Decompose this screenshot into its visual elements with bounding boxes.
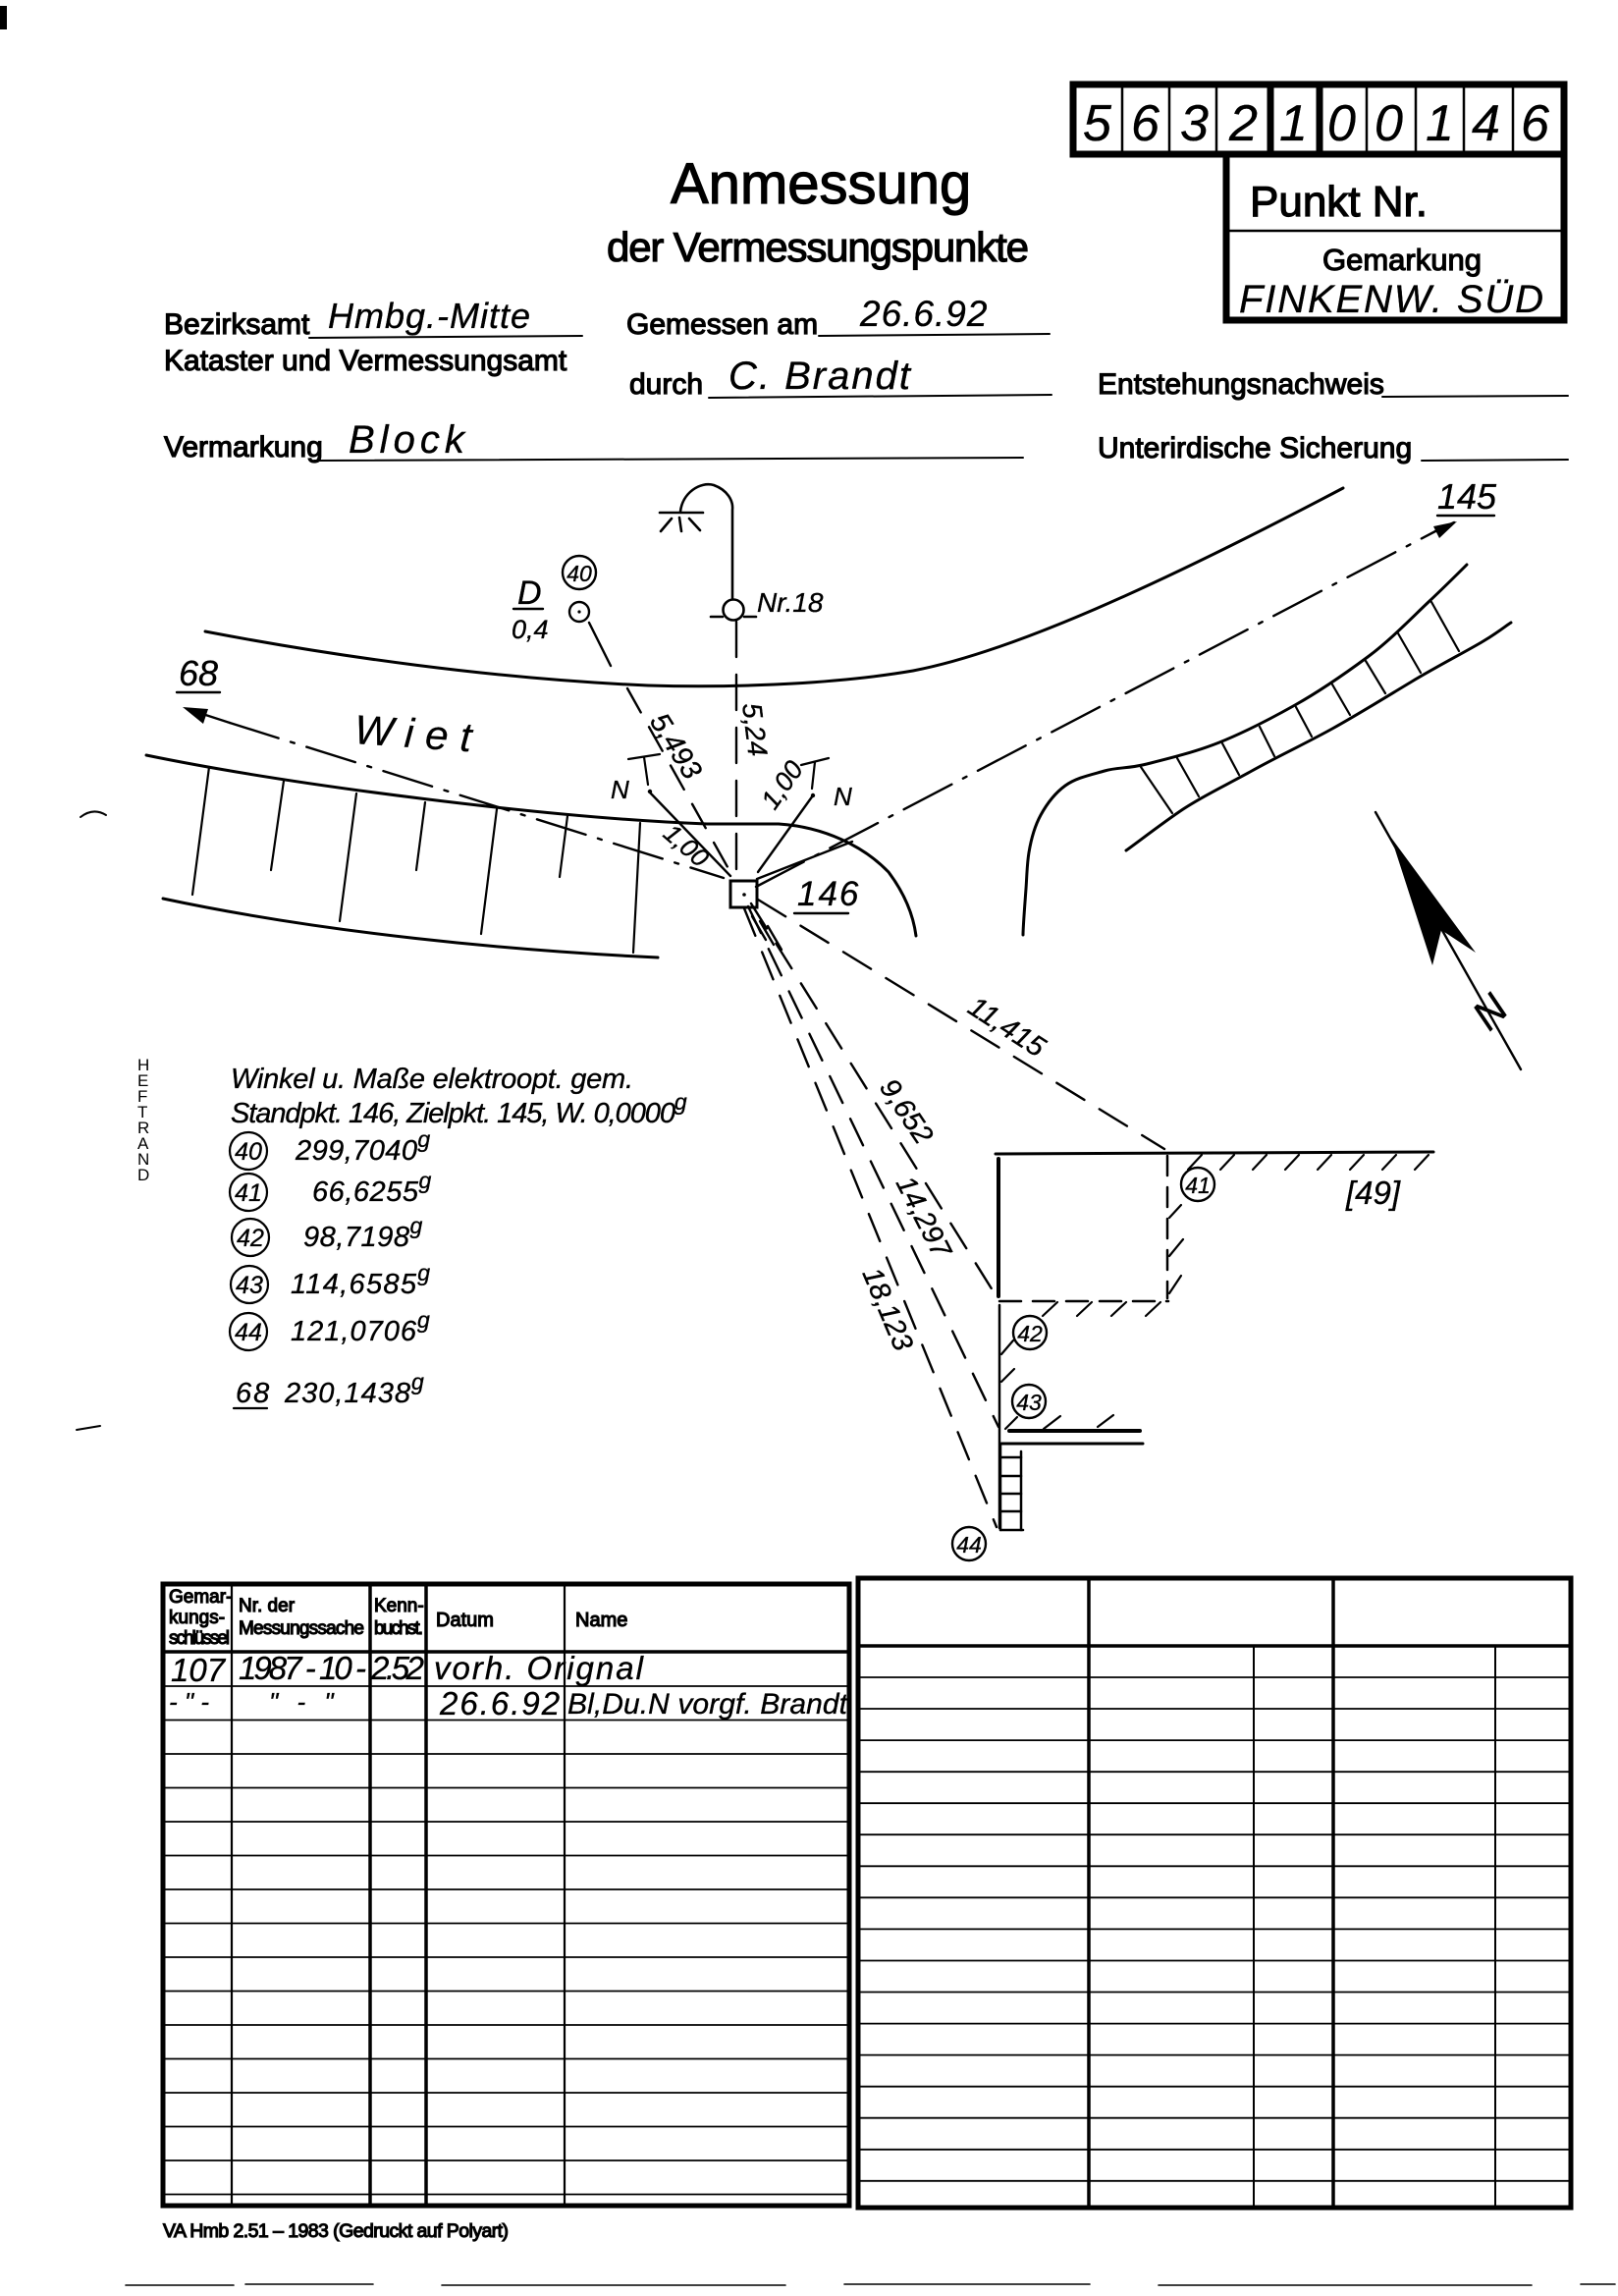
svg-text:0: 0 xyxy=(1327,95,1356,152)
svg-text:N: N xyxy=(611,775,629,804)
svg-text:Standpkt. 146, Zielpkt. 145, W: Standpkt. 146, Zielpkt. 145, W. 0,0000g xyxy=(231,1089,689,1129)
svg-text:146: 146 xyxy=(797,875,860,913)
svg-text:68: 68 xyxy=(236,1378,271,1409)
svg-text:Nr. der: Nr. der xyxy=(239,1596,296,1616)
svg-text:Name: Name xyxy=(575,1610,627,1631)
svg-text:N: N xyxy=(834,782,852,811)
svg-text:4: 4 xyxy=(1472,95,1500,152)
svg-text:R: R xyxy=(137,1119,149,1137)
svg-text:Gemarkung: Gemarkung xyxy=(1322,243,1482,277)
svg-text:D: D xyxy=(137,1166,149,1184)
svg-text:230,1438g: 230,1438g xyxy=(284,1369,426,1409)
svg-text:107: 107 xyxy=(171,1652,227,1688)
svg-text:D: D xyxy=(517,574,542,612)
svg-text:C. Brandt: C. Brandt xyxy=(728,355,912,398)
svg-text:0: 0 xyxy=(1375,95,1403,152)
svg-text:18,123: 18,123 xyxy=(856,1263,919,1355)
svg-text:der Vermessungspunkte: der Vermessungspunkte xyxy=(607,224,1029,270)
svg-text:[49]: [49] xyxy=(1345,1175,1401,1211)
svg-text:Entstehungsnachweis: Entstehungsnachweis xyxy=(1098,368,1384,401)
svg-text:Nr.18: Nr.18 xyxy=(757,587,824,618)
svg-text:11,415: 11,415 xyxy=(962,991,1052,1064)
svg-text:26.6.92: 26.6.92 xyxy=(439,1685,562,1722)
svg-text:41: 41 xyxy=(235,1179,262,1207)
svg-text:Block: Block xyxy=(349,418,469,462)
svg-text:kungs-: kungs- xyxy=(169,1608,225,1628)
svg-text:VA Hmb 2.51 – 1983 (Gedruckt a: VA Hmb 2.51 – 1983 (Gedruckt auf Polyart… xyxy=(163,2220,509,2242)
svg-text:E: E xyxy=(137,1071,148,1090)
svg-text:Messungssache: Messungssache xyxy=(239,1618,364,1639)
svg-text:0,4: 0,4 xyxy=(512,615,549,644)
svg-text:6: 6 xyxy=(1131,95,1160,152)
svg-text:N: N xyxy=(137,1150,149,1169)
svg-text:1,00: 1,00 xyxy=(658,818,715,873)
svg-text:40: 40 xyxy=(566,561,592,586)
svg-text:121,0706g: 121,0706g xyxy=(291,1307,432,1347)
svg-text:6: 6 xyxy=(1521,95,1549,152)
svg-text:Gemar-: Gemar- xyxy=(169,1587,232,1608)
svg-text:1987 - 10 -: 1987 - 10 - xyxy=(239,1650,366,1686)
svg-text:Bezirksamt: Bezirksamt xyxy=(164,308,310,341)
svg-text:durch: durch xyxy=(629,368,703,401)
svg-text:FINKENW. SÜD: FINKENW. SÜD xyxy=(1239,278,1543,321)
svg-text:schlüssel: schlüssel xyxy=(169,1628,230,1649)
svg-text:Datum: Datum xyxy=(436,1610,494,1631)
svg-text:68: 68 xyxy=(179,653,218,693)
svg-text:114,6585g: 114,6585g xyxy=(291,1260,432,1300)
svg-text:- " -: - " - xyxy=(169,1687,209,1717)
svg-text:buchst.: buchst. xyxy=(374,1618,423,1639)
svg-text:40: 40 xyxy=(235,1138,262,1166)
svg-text:44: 44 xyxy=(235,1319,262,1346)
svg-text:F: F xyxy=(137,1087,147,1106)
svg-text:Punkt Nr.: Punkt Nr. xyxy=(1250,178,1428,226)
svg-text:Anmessung: Anmessung xyxy=(671,152,971,216)
svg-text:Wiet: Wiet xyxy=(352,706,485,761)
svg-text:14,297: 14,297 xyxy=(890,1172,958,1265)
svg-text:Vermarkung: Vermarkung xyxy=(164,431,323,464)
svg-text:T: T xyxy=(137,1103,147,1121)
svg-text:" - ": " - " xyxy=(269,1687,340,1717)
svg-text:Bl,Du.N vorgf. Brandt: Bl,Du.N vorgf. Brandt xyxy=(567,1688,849,1721)
svg-text:5,24: 5,24 xyxy=(736,701,773,758)
svg-text:N: N xyxy=(1463,984,1517,1038)
svg-text:vorh. Orignal: vorh. Orignal xyxy=(434,1650,645,1686)
svg-text:44: 44 xyxy=(956,1532,982,1558)
svg-text:41: 41 xyxy=(1185,1173,1211,1198)
svg-text:Kataster und Vermessungsamt: Kataster und Vermessungsamt xyxy=(164,345,567,377)
svg-text:2: 2 xyxy=(1228,95,1258,152)
svg-text:43: 43 xyxy=(236,1272,263,1299)
svg-text:1: 1 xyxy=(1279,95,1308,152)
svg-text:42: 42 xyxy=(1017,1321,1043,1346)
svg-text:Gemessen am: Gemessen am xyxy=(626,308,818,341)
svg-text:5: 5 xyxy=(1083,95,1112,152)
svg-text:Kenn-: Kenn- xyxy=(374,1596,424,1616)
svg-text:3: 3 xyxy=(1180,95,1209,152)
svg-text:299,7040g: 299,7040g xyxy=(295,1126,432,1167)
svg-text:42: 42 xyxy=(237,1225,264,1252)
svg-text:43: 43 xyxy=(1016,1390,1042,1415)
svg-text:Winkel u. Maße elektroopt. gem: Winkel u. Maße elektroopt. gem. xyxy=(231,1064,635,1095)
svg-text:1: 1 xyxy=(1426,95,1454,152)
svg-text:9,652: 9,652 xyxy=(873,1073,939,1150)
svg-text:H: H xyxy=(137,1056,149,1074)
svg-text:Hmbg.-Mitte: Hmbg.-Mitte xyxy=(328,296,531,336)
svg-text:2.52: 2.52 xyxy=(370,1650,424,1686)
svg-text:5,493: 5,493 xyxy=(643,708,708,786)
svg-text:A: A xyxy=(137,1134,149,1153)
svg-text:66,6255g: 66,6255g xyxy=(312,1168,433,1208)
svg-text:Unterirdische Sicherung: Unterirdische Sicherung xyxy=(1098,432,1412,465)
svg-text:98,7198g: 98,7198g xyxy=(303,1213,424,1253)
svg-text:145: 145 xyxy=(1437,476,1497,517)
svg-text:26.6.92: 26.6.92 xyxy=(859,294,988,334)
